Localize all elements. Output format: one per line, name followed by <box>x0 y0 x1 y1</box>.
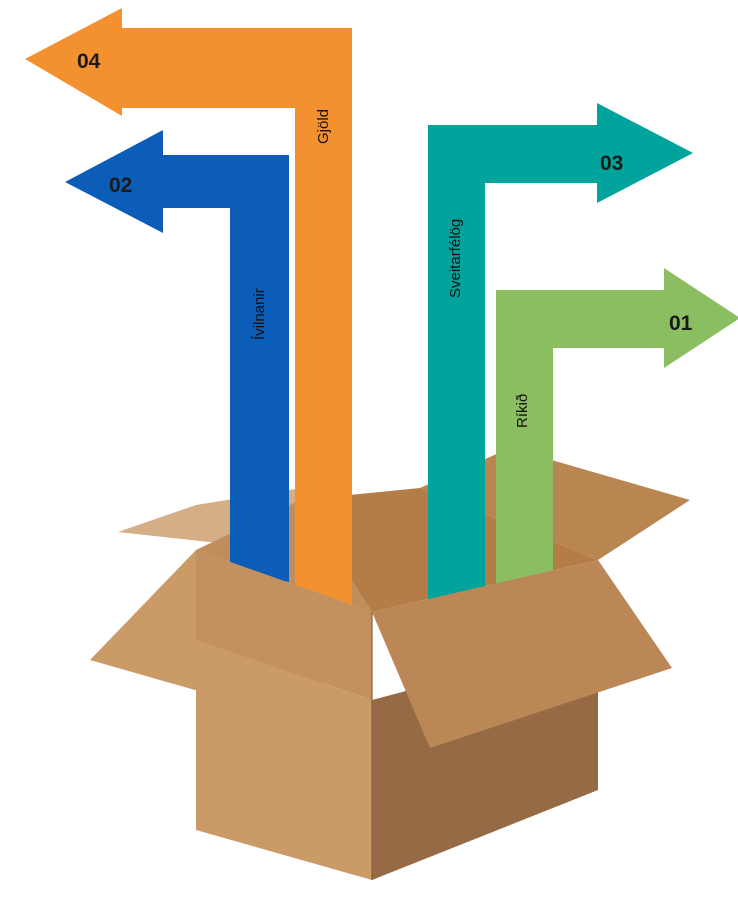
box-left-panel-shade <box>196 550 372 700</box>
arrow-04-number: 04 <box>77 50 101 73</box>
arrow-04 <box>25 8 352 625</box>
arrow-02 <box>65 130 289 582</box>
arrow-03-shape <box>428 103 693 606</box>
arrow-01 <box>496 268 738 588</box>
arrow-02-number: 02 <box>109 174 132 197</box>
arrow-01-shape <box>496 268 738 588</box>
arrow-01-label: Ríkið <box>514 394 531 428</box>
box-back-flap-right <box>420 448 690 560</box>
arrow-03-label: Sveitarfélög <box>447 219 464 298</box>
box-front <box>90 550 672 880</box>
arrow-02-shape <box>65 130 289 582</box>
arrow-04-shape <box>25 8 352 625</box>
box-right-flap <box>372 560 672 748</box>
arrow-03 <box>428 103 693 606</box>
box-front-left-face <box>196 640 372 880</box>
arrow-04-label: Gjöld <box>315 109 332 144</box>
arrow-02-label: Ívilnanir <box>251 288 268 340</box>
arrow-01-number: 01 <box>669 312 693 335</box>
arrow-03-number: 03 <box>600 152 623 175</box>
